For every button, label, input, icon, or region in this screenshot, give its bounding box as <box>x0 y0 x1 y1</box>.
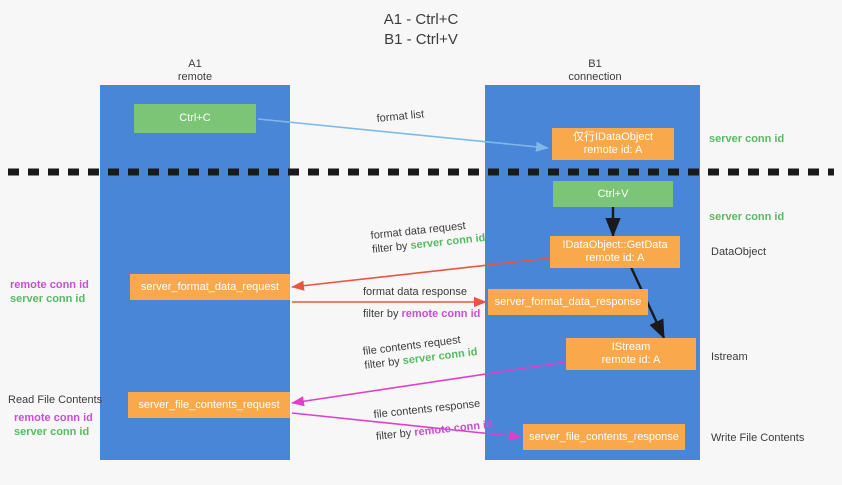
box-clipboard-dataobject[interactable]: 仅行IDataObject remote id: A <box>552 128 674 160</box>
box-ctrl-v-label: Ctrl+V <box>597 187 629 200</box>
fdres-key: remote conn id <box>401 308 481 320</box>
fcres-prefix: filter by <box>375 426 415 443</box>
box-server-format-data-request[interactable]: server_format_data_request <box>130 274 290 300</box>
box-server-format-data-response[interactable]: server_format_data_response <box>488 289 648 315</box>
box-server-file-contents-request-label: server_file_contents_request <box>138 398 280 411</box>
box-server-file-contents-response-label: server_file_contents_response <box>529 430 679 443</box>
lane-a1-sub: remote <box>177 71 213 83</box>
fcreq-prefix: filter by <box>363 355 404 372</box>
edge-label-format-list: format list <box>376 108 425 125</box>
box-istream-line1: IStream <box>611 341 651 353</box>
box-clipboard-dataobject-line2: remote id: A <box>583 144 643 156</box>
edge-label-file-contents-response: file contents response filter by remote … <box>373 396 493 444</box>
right-label-istream: Istream <box>711 351 748 363</box>
box-server-file-contents-request[interactable]: server_file_contents_request <box>128 392 290 418</box>
box-idataobject-getdata[interactable]: IDataObject::GetData remote id: A <box>550 236 680 268</box>
lane-b1-name: B1 <box>588 58 602 70</box>
edge-label-file-contents-request: file contents request filter by server c… <box>362 331 478 373</box>
right-label-write-file-contents: Write File Contents <box>711 432 805 444</box>
left-label-remote-conn-id-b: remote conn id <box>14 412 93 424</box>
edge-label-format-data-request: format data request filter by server con… <box>370 217 486 257</box>
right-label-server-conn-id-top: server conn id <box>709 133 785 145</box>
box-ctrl-v[interactable]: Ctrl+V <box>553 181 673 207</box>
box-ctrl-c[interactable]: Ctrl+C <box>134 104 256 133</box>
box-ctrl-c-label: Ctrl+C <box>179 112 211 124</box>
edge-label-format-data-response: format data response filter by remote co… <box>363 285 480 321</box>
fcres-key: remote conn id <box>413 418 494 439</box>
left-label-remote-conn-id-a: remote conn id <box>10 279 89 291</box>
fdres-prefix: filter by <box>363 308 402 320</box>
box-getdata-line2: remote id: A <box>585 252 645 264</box>
title-line-1: A1 - Ctrl+C <box>383 11 459 28</box>
left-label-server-conn-id-b: server conn id <box>14 426 90 438</box>
title-line-2: B1 - Ctrl+V <box>384 31 458 48</box>
page-title: A1 - Ctrl+C B1 - Ctrl+V <box>0 10 842 50</box>
edge-label-format-data-response-line2: filter by remote conn id <box>363 307 480 321</box>
lane-a1-name: A1 <box>188 58 202 70</box>
right-label-server-conn-id-mid: server conn id <box>709 211 785 223</box>
left-label-conn-ids-file: remote conn id server conn id <box>14 411 93 439</box>
edge-label-file-contents-response-line2: filter by remote conn id <box>375 418 493 444</box>
lane-b1-sub: connection <box>568 71 622 83</box>
box-getdata-line1: IDataObject::GetData <box>562 239 668 251</box>
lane-header-b1: B1 connection <box>530 58 660 84</box>
edge-label-format-data-response-line1: format data response <box>363 286 467 298</box>
box-server-file-contents-response[interactable]: server_file_contents_response <box>523 424 685 450</box>
box-istream[interactable]: IStream remote id: A <box>566 338 696 370</box>
box-istream-line2: remote id: A <box>601 354 661 366</box>
left-label-read-file-contents: Read File Contents <box>8 394 103 406</box>
box-server-format-data-request-label: server_format_data_request <box>140 280 280 293</box>
right-label-dataobject: DataObject <box>711 246 767 258</box>
left-label-conn-ids-format: remote conn id server conn id <box>10 278 89 306</box>
lane-header-a1: A1 remote <box>130 58 260 84</box>
edge-label-file-contents-response-line1: file contents response <box>373 397 481 421</box>
box-clipboard-dataobject-line1: 仅行IDataObject <box>572 131 654 143</box>
left-label-server-conn-id-a: server conn id <box>10 293 86 305</box>
fdreq-prefix: filter by <box>371 239 412 256</box>
box-server-format-data-response-label: server_format_data_response <box>494 295 642 308</box>
